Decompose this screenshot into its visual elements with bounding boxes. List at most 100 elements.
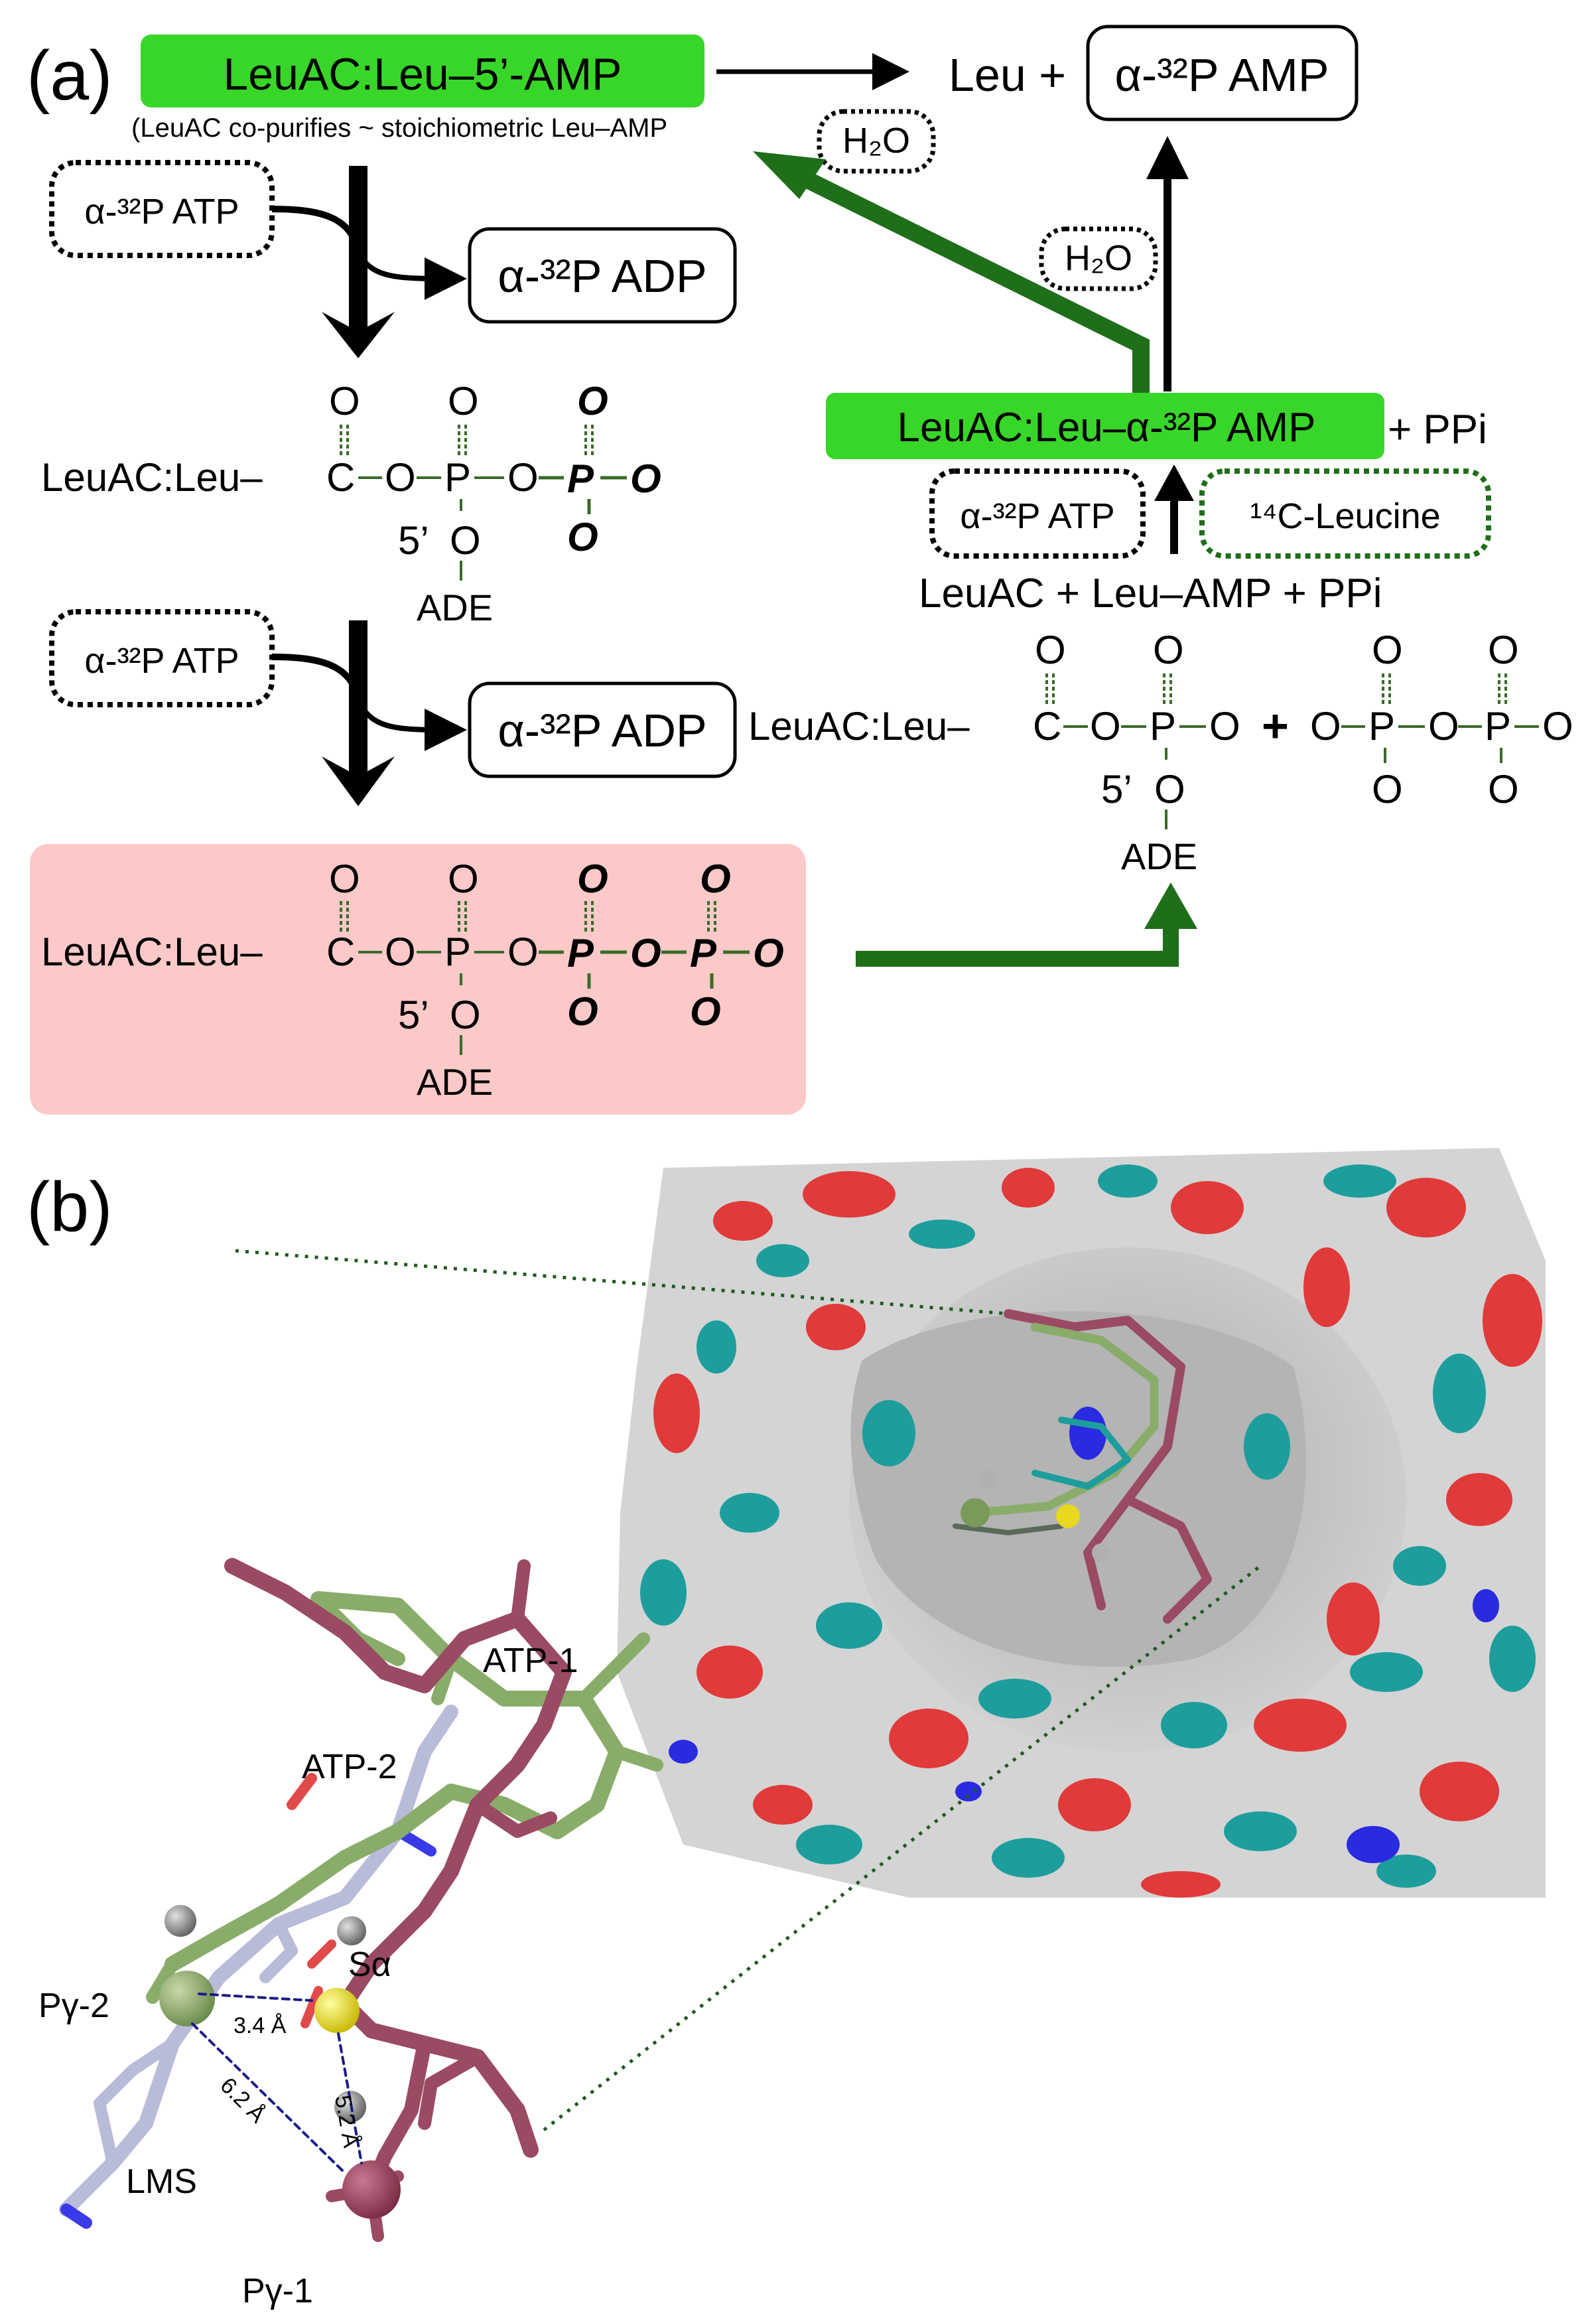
green-arrow-pink-head — [1144, 882, 1197, 929]
adp-box-2 — [468, 681, 737, 778]
s-alpha-label: Sα — [348, 1945, 391, 1984]
svg-text:O: O — [1154, 767, 1185, 811]
svg-text:O: O — [567, 989, 598, 1034]
adp-box-1 — [468, 227, 737, 324]
svg-text:P: P — [1150, 704, 1176, 748]
p-gamma1-label: Pγ-1 — [242, 2272, 313, 2310]
svg-text:P: P — [690, 931, 717, 975]
svg-text:O: O — [1035, 628, 1066, 672]
svg-text:O: O — [1488, 628, 1519, 672]
copurifies-note: (LeuAC co-purifies ~ stoichiometric Leu–… — [131, 113, 667, 143]
svg-text:O: O — [630, 931, 661, 975]
atp-label-3: α-³²P ATP — [960, 496, 1114, 536]
svg-text:C: C — [1033, 704, 1061, 748]
water-label-top: H₂O — [842, 121, 910, 161]
svg-text:O: O — [1488, 767, 1519, 811]
distance-label-2: 6.2 Å — [215, 2073, 270, 2128]
atp-in-curve-2 — [271, 654, 362, 701]
svg-text:ADE: ADE — [417, 587, 493, 628]
acyl-adenylate-phosphate-structure: LeuAC:Leu– C O O P O O P O O O 5’ O ADE — [41, 379, 661, 628]
leuac-alpha-amp-box — [826, 393, 1384, 459]
protein-surface — [617, 1148, 1546, 1898]
up-arrow-synthesis-head — [1154, 464, 1194, 501]
svg-text:O: O — [1372, 767, 1403, 811]
distance-label-1: 3.4 Å — [233, 2013, 287, 2038]
amp-product-box — [1086, 25, 1359, 121]
down-arrow-1-head — [322, 312, 395, 358]
svg-text:O: O — [753, 931, 784, 975]
svg-text:C: C — [326, 455, 355, 500]
acyl-amp-plus-ppi-structure: LeuAC:Leu– C O O P O O 5’ O ADE + O P O … — [748, 628, 1573, 877]
amp-product-label: α-³²P AMP — [1114, 49, 1329, 101]
leu-plus-label: Leu + — [949, 49, 1066, 101]
zoom-line-bottom — [543, 1565, 1262, 2131]
water-box-top — [817, 109, 936, 174]
svg-text:P: P — [1368, 704, 1395, 748]
svg-text:O: O — [1372, 628, 1403, 672]
svg-text:5’: 5’ — [1101, 767, 1132, 811]
lms-label: LMS — [126, 2162, 197, 2201]
atp-label-2: α-³²P ATP — [84, 641, 239, 681]
up-arrow-to-amp-head — [1146, 136, 1189, 179]
svg-text:P: P — [444, 930, 471, 974]
leuac-alpha-amp-label: LeuAC:Leu–α-³²P AMP — [898, 405, 1316, 451]
pocket-ligands — [953, 1309, 1212, 1624]
svg-text:+: + — [1262, 700, 1289, 752]
svg-text:O: O — [1310, 704, 1341, 748]
svg-text:P: P — [444, 455, 471, 500]
adp-label-1: α-³²P ADP — [498, 250, 706, 302]
svg-text:O: O — [1428, 704, 1459, 748]
svg-text:O: O — [1153, 628, 1184, 672]
green-arrow-to-top — [782, 161, 1150, 393]
green-arrow-pink-to-ade — [856, 919, 1179, 967]
panel-a-label: (a) — [27, 36, 113, 115]
water-box-mid — [1039, 226, 1158, 291]
svg-text:O: O — [450, 993, 481, 1037]
svg-text:O: O — [1090, 704, 1121, 748]
leuac-leuamp-ppi-label: LeuAC + Leu–AMP + PPi — [919, 571, 1382, 616]
acyl-tetraphosphate-structure: LeuAC:Leu– C O O P O O P O O O P O O O 5… — [41, 857, 784, 1103]
svg-text:C: C — [326, 930, 355, 974]
svg-text:LeuAC:Leu–: LeuAC:Leu– — [41, 930, 263, 974]
atp1-label: ATP-1 — [483, 1642, 578, 1680]
svg-text:LeuAC:Leu–: LeuAC:Leu– — [748, 704, 970, 748]
svg-text:O: O — [1209, 704, 1240, 748]
svg-text:O: O — [1542, 704, 1573, 748]
svg-text:O: O — [577, 857, 608, 901]
svg-text:O: O — [385, 455, 416, 500]
svg-text:5’: 5’ — [398, 518, 429, 563]
zoomed-ligand-view — [59, 1558, 663, 2242]
svg-text:O: O — [507, 455, 539, 500]
svg-text:O: O — [448, 857, 479, 901]
atp-box-3 — [929, 468, 1146, 559]
pink-product-box — [30, 844, 806, 1115]
svg-text:O: O — [329, 857, 360, 901]
svg-text:O: O — [385, 930, 416, 974]
green-arrow-top-head — [753, 151, 826, 199]
svg-text:O: O — [567, 515, 598, 559]
water-label-mid: H₂O — [1065, 238, 1132, 278]
panel-b-label: (b) — [27, 1168, 113, 1246]
svg-text:LeuAC:Leu–: LeuAC:Leu– — [41, 455, 263, 500]
down-arrow-2-head — [322, 756, 395, 806]
atp-label-1: α-³²P ATP — [84, 192, 239, 232]
svg-text:P: P — [567, 931, 594, 975]
adp-label-2: α-³²P ADP — [498, 705, 706, 756]
atp-in-curve-1 — [271, 206, 362, 253]
svg-text:O: O — [630, 456, 661, 501]
svg-text:5’: 5’ — [398, 993, 429, 1037]
svg-text:P: P — [567, 456, 594, 501]
svg-text:P: P — [1485, 704, 1511, 748]
svg-text:O: O — [507, 930, 539, 974]
svg-text:O: O — [329, 379, 360, 423]
plus-ppi-label: + PPi — [1388, 407, 1487, 453]
svg-text:O: O — [700, 857, 731, 901]
svg-text:ADE: ADE — [1121, 835, 1197, 877]
leuac-leu-5amp-label: LeuAC:Leu–5’-AMP — [223, 49, 622, 100]
svg-text:ADE: ADE — [417, 1061, 493, 1103]
adp-out-curve-2 — [356, 699, 467, 751]
svg-text:O: O — [450, 518, 481, 563]
svg-text:O: O — [577, 379, 608, 423]
adp-out-curve-1 — [356, 251, 467, 300]
